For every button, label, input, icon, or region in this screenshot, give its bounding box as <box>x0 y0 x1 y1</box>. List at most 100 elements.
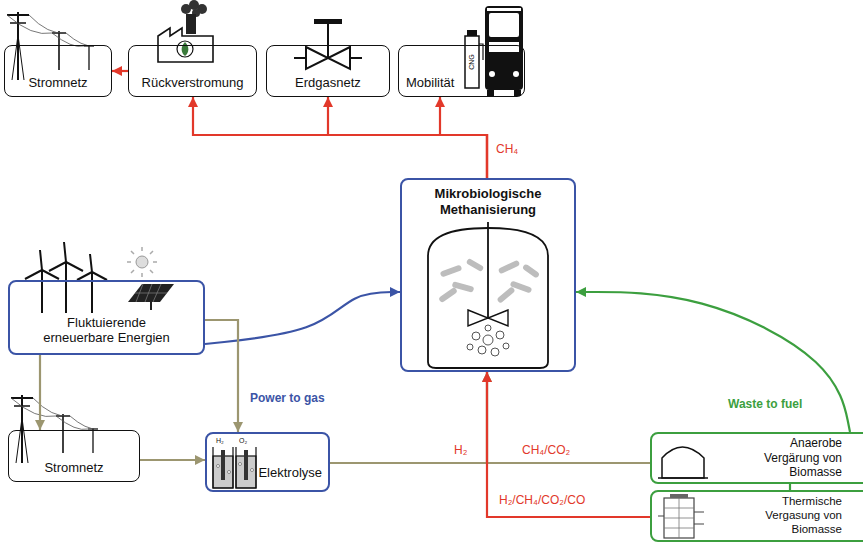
power-plant-icon <box>177 41 193 57</box>
methanation-box: Mikrobiologische Methanisierung <box>400 178 576 372</box>
node-label: Stromnetz <box>44 460 103 476</box>
bus-icon <box>489 13 519 37</box>
valve-icon <box>327 24 329 58</box>
bus-icon <box>489 42 519 52</box>
node-label: Rückverstromung <box>142 75 244 91</box>
bus-icon <box>467 30 477 36</box>
gas-label: H₂ <box>216 437 224 445</box>
power-line-icon <box>11 395 98 463</box>
bus-icon <box>487 8 521 11</box>
power-arrow <box>140 459 205 461</box>
grid-box: Stromnetz <box>8 430 140 482</box>
edge-label: CH₄/CO₂ <box>520 444 572 458</box>
renewables-icon <box>25 250 59 279</box>
waste-to-fuel-arrow <box>576 292 850 432</box>
bus-icon <box>487 90 494 96</box>
renewables-icon <box>136 256 148 268</box>
renewables-icon <box>41 270 43 313</box>
node-label: Stromnetz <box>28 75 87 91</box>
renewables-icon <box>65 262 67 313</box>
power-plant-icon <box>182 42 189 56</box>
bioreactor-icon <box>438 287 458 303</box>
power-line-icon <box>7 12 94 80</box>
power-plant-icon <box>158 28 213 62</box>
power-plant-icon <box>158 0 213 62</box>
bus-icon <box>513 71 519 77</box>
edge-label: H₂ <box>452 444 469 458</box>
bus-icon <box>479 44 483 60</box>
node-label: Anaerobe Vergärung von Biomasse <box>747 436 842 479</box>
bioreactor-icon <box>485 325 491 331</box>
gasifier-icon <box>658 512 704 524</box>
electrolyser-icon <box>244 450 248 480</box>
electrolyser-icon <box>217 465 220 468</box>
gasifier-icon <box>670 494 688 498</box>
node-label: Elektrolyse <box>258 465 322 481</box>
gasifier-icon <box>664 498 694 538</box>
electrolyser-icon <box>213 447 256 488</box>
bioreactor-icon <box>428 222 548 368</box>
bioreactor-icon <box>472 332 480 340</box>
gasification-box: Thermische Vergasung von Biomasse <box>650 490 863 542</box>
valve-icon <box>350 57 362 59</box>
renewables-box: Fluktuierende erneuerbare Energien <box>8 280 205 355</box>
edge-label: H₂/CH₄/CO₂/CO <box>497 494 587 508</box>
bioreactor-icon <box>467 344 473 350</box>
valve-icon <box>314 19 342 24</box>
bus-icon <box>465 36 479 88</box>
node-label: Mobilität <box>406 75 454 91</box>
bioreactor-icon <box>478 346 486 354</box>
edge-label: Power to gas <box>248 392 327 406</box>
bus-icon <box>485 6 523 90</box>
bioreactor-icon <box>438 258 540 304</box>
electrolyser-icon <box>251 469 254 472</box>
electrolyser-icon <box>221 450 225 480</box>
renewables-icon <box>127 247 157 277</box>
bioreactor-icon <box>496 331 504 339</box>
bioreactor-icon <box>496 286 515 303</box>
electrolysis-box: Elektrolyse <box>205 432 330 492</box>
biogas-line <box>487 372 650 463</box>
bioreactor-icon <box>468 310 508 326</box>
bioreactor-icon <box>440 264 463 277</box>
methane-arrow <box>328 97 487 178</box>
power-to-gas-arrow <box>205 292 400 344</box>
methane-arrow <box>193 97 487 178</box>
edge-label: Waste to fuel <box>726 398 804 412</box>
bioreactor-icon <box>503 343 509 349</box>
edge-label: CH₄ <box>494 143 520 157</box>
node-label: Erdgasnetz <box>295 75 361 91</box>
digestion-box: Anaerobe Vergärung von Biomasse <box>650 432 863 484</box>
node-label: Mikrobiologische Methanisierung <box>408 186 568 217</box>
valve-icon <box>294 57 306 59</box>
digester-icon <box>662 447 704 478</box>
node-label: Fluktuierende erneuerbare Energien <box>32 315 182 346</box>
power-line-icon <box>11 395 98 463</box>
bus-icon <box>489 71 495 77</box>
bioreactor-icon <box>483 335 493 345</box>
renewables-icon <box>135 284 167 302</box>
electrolyser-icon <box>213 447 256 488</box>
hydrogen-line <box>330 372 487 463</box>
bioreactor-icon <box>498 260 520 275</box>
grid-box: Stromnetz <box>4 45 112 97</box>
link-line <box>789 484 791 490</box>
gasifier-icon <box>664 498 694 538</box>
renewables-icon <box>128 284 174 302</box>
bioreactor-icon <box>491 348 499 356</box>
valve-icon <box>294 19 362 69</box>
bioreactor-icon <box>466 258 485 272</box>
power-arrow <box>205 320 238 432</box>
electrolyser-icon <box>239 463 242 466</box>
methane-arrow <box>440 97 487 178</box>
bioreactor-icon <box>467 325 509 356</box>
renewables-icon <box>49 242 83 271</box>
digester-icon <box>658 477 708 479</box>
renewables-icon <box>25 242 174 313</box>
digester-icon <box>658 447 708 478</box>
syngas-arrow <box>487 372 650 517</box>
gas-grid-box: Erdgasnetz <box>266 45 390 97</box>
power-line-icon <box>7 12 94 80</box>
